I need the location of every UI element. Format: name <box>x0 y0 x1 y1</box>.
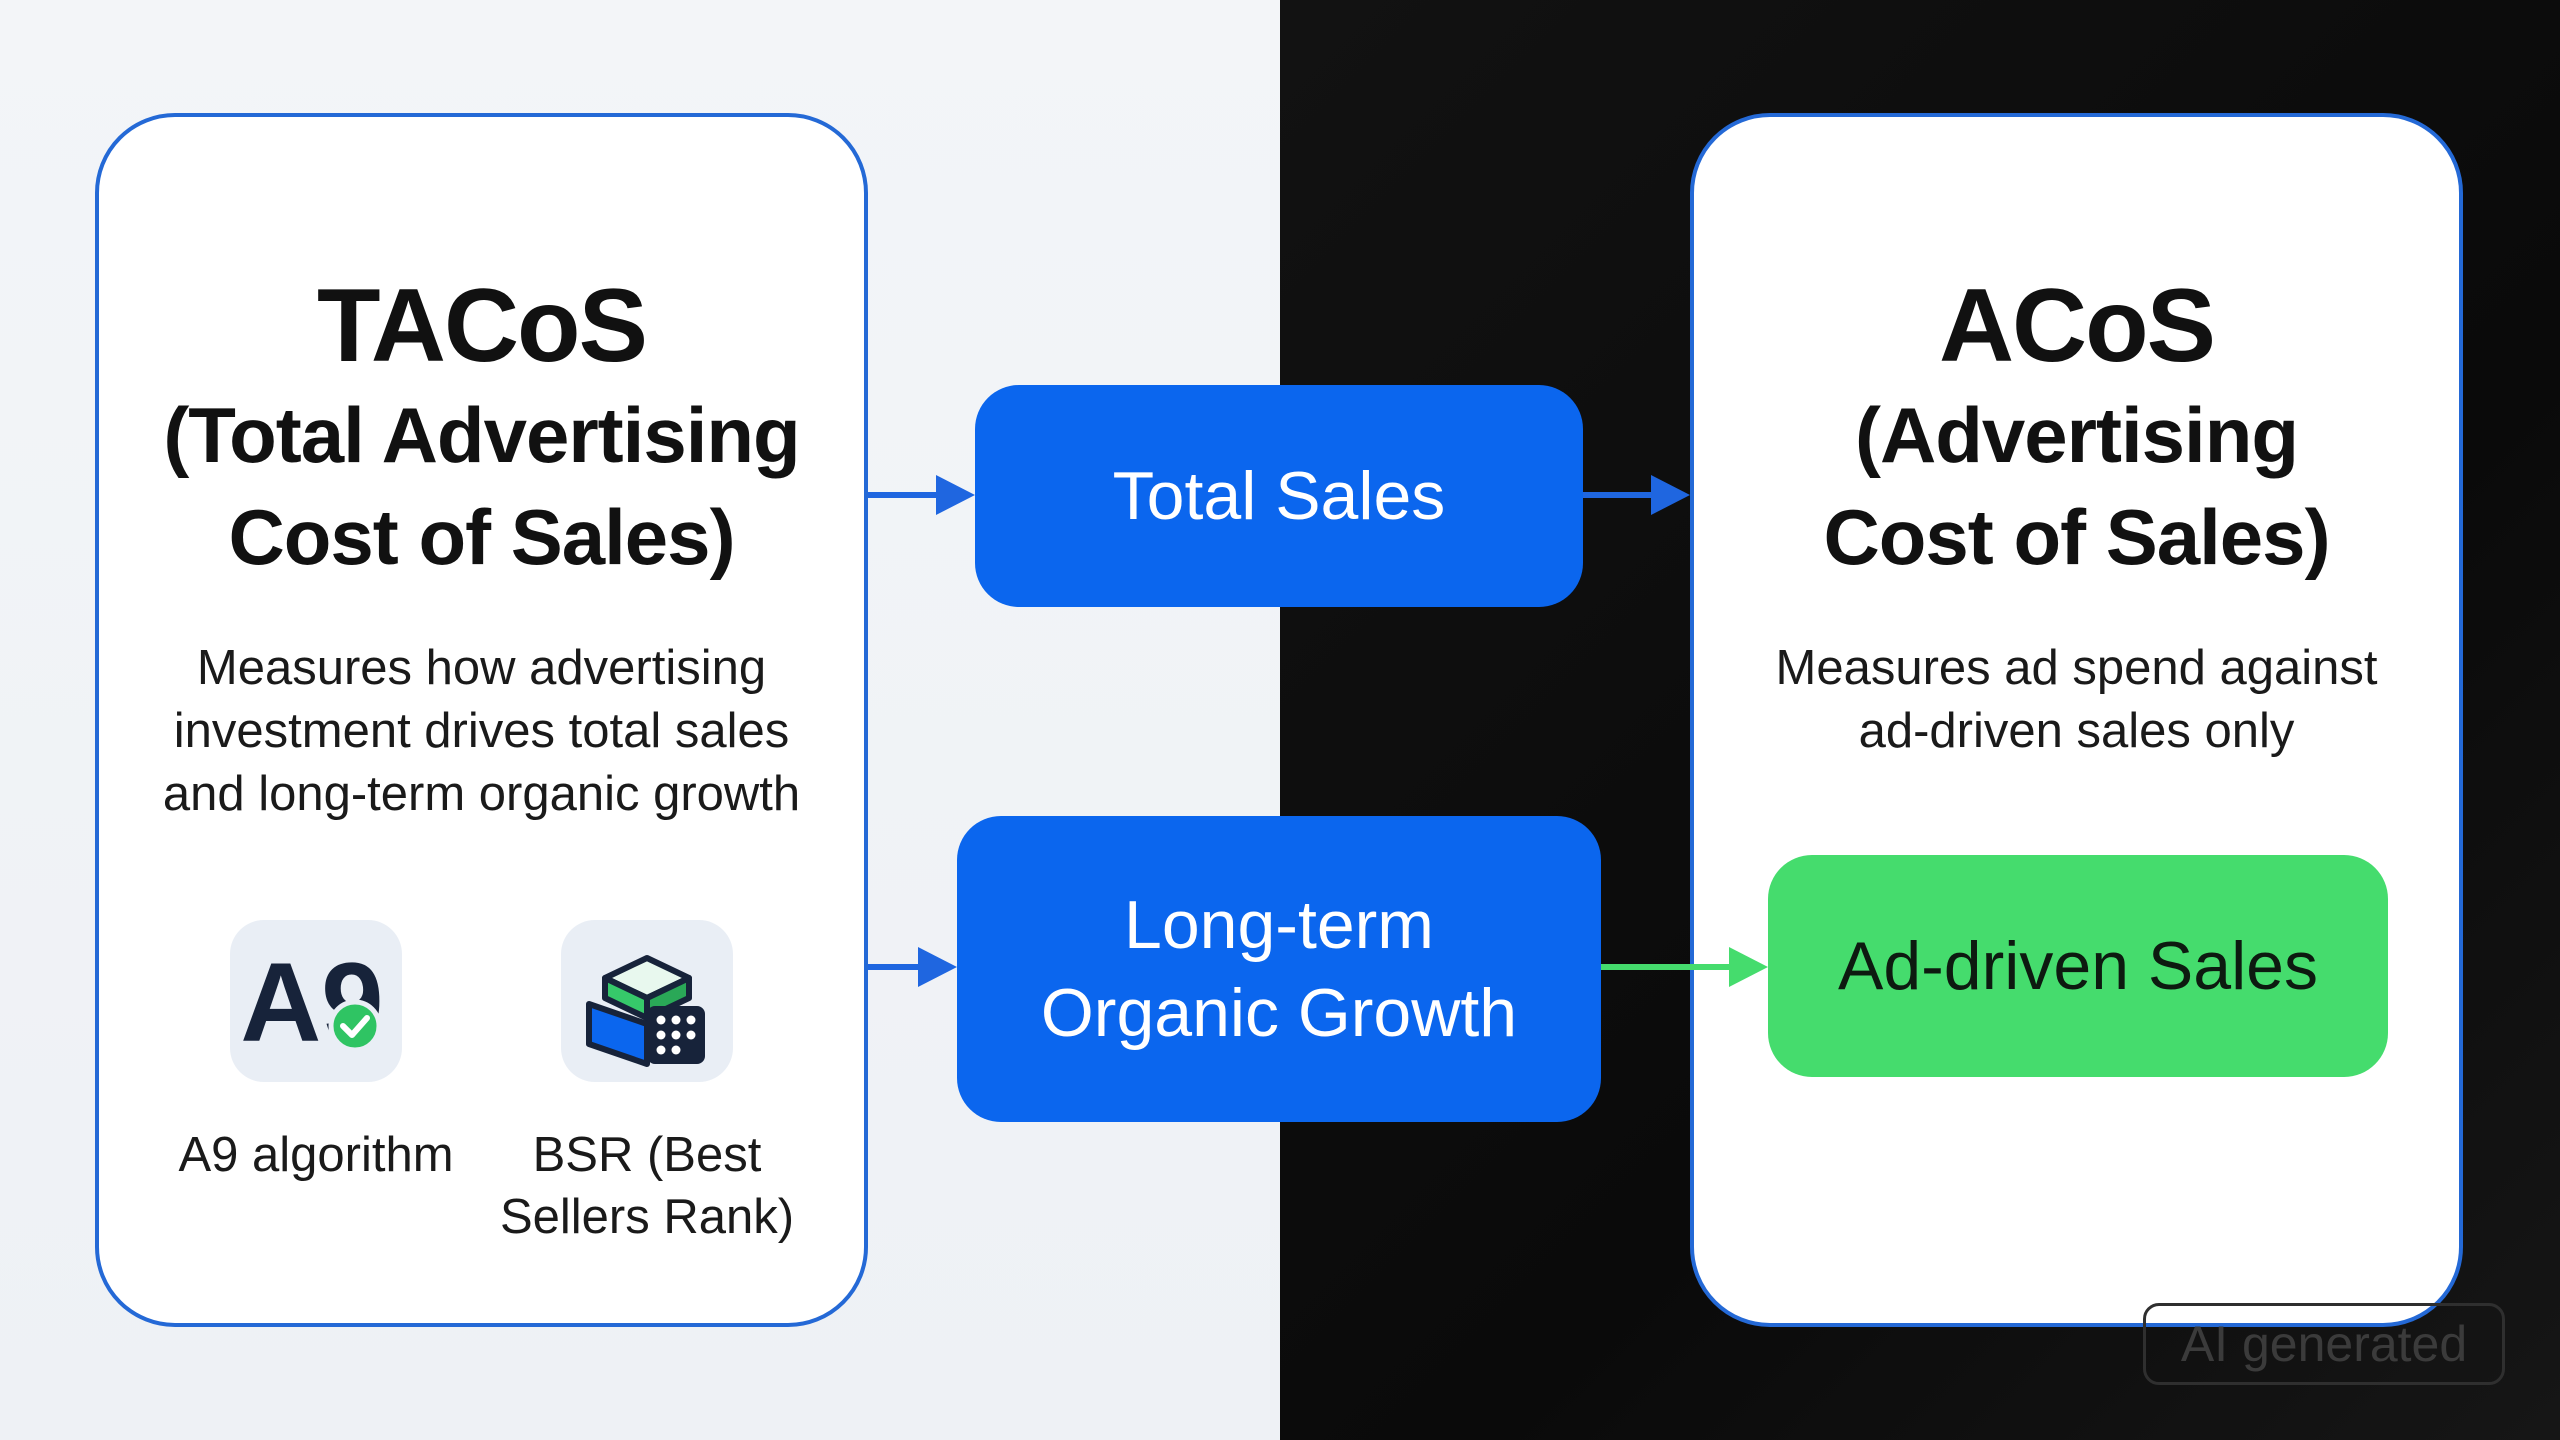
tacos-title: TACoS <box>317 268 648 384</box>
arrow-total-sales-to-acos <box>1583 475 1690 515</box>
a9-label: A9 algorithm <box>178 1128 454 1182</box>
acos-panel: ACoS (Advertising Cost of Sales) Measure… <box>1690 113 2463 1327</box>
acos-subtitle-line2: Cost of Sales) <box>1823 493 2330 581</box>
arrow-tacos-to-organic-growth <box>868 947 957 987</box>
ad-driven-sales-box: Ad-driven Sales <box>1768 855 2388 1077</box>
bsr-label-line2: Sellers Rank) <box>499 1190 795 1244</box>
bsr-icon <box>561 920 733 1082</box>
total-sales-box: Total Sales <box>975 385 1583 607</box>
ad-driven-sales-label: Ad-driven Sales <box>1837 928 2319 1004</box>
total-sales-label: Total Sales <box>1112 458 1446 534</box>
organic-growth-line2: Organic Growth <box>1040 975 1518 1051</box>
acos-desc-line2: ad-driven sales only <box>1858 704 2295 758</box>
a9-icon: A9 <box>230 920 402 1082</box>
tacos-subtitle-line1: (Total Advertising <box>163 391 800 479</box>
acos-desc-line1: Measures ad spend against <box>1775 641 2378 695</box>
tacos-desc-line1: Measures how advertising <box>196 641 767 695</box>
bsr-icon-graphic <box>586 955 705 1067</box>
tacos-desc-line3: and long-term organic growth <box>162 767 801 821</box>
arrow-tacos-to-total-sales <box>868 475 975 515</box>
tacos-subtitle-line2: Cost of Sales) <box>228 493 735 581</box>
bsr-label-line1: BSR (Best <box>532 1128 762 1182</box>
organic-growth-box: Long-term Organic Growth <box>957 816 1601 1122</box>
tacos-panel: TACoS (Total Advertising Cost of Sales) … <box>95 113 868 1327</box>
acos-title: ACoS <box>1938 268 2216 384</box>
acos-subtitle-line1: (Advertising <box>1854 391 2299 479</box>
ai-generated-watermark: AI generated <box>2143 1303 2505 1385</box>
organic-growth-line1: Long-term <box>1124 887 1434 963</box>
a9-icon-graphic: A9 <box>240 940 383 1065</box>
tacos-desc-line2: investment drives total sales <box>173 704 790 758</box>
arrow-organic-growth-to-ad-driven <box>1601 947 1768 987</box>
